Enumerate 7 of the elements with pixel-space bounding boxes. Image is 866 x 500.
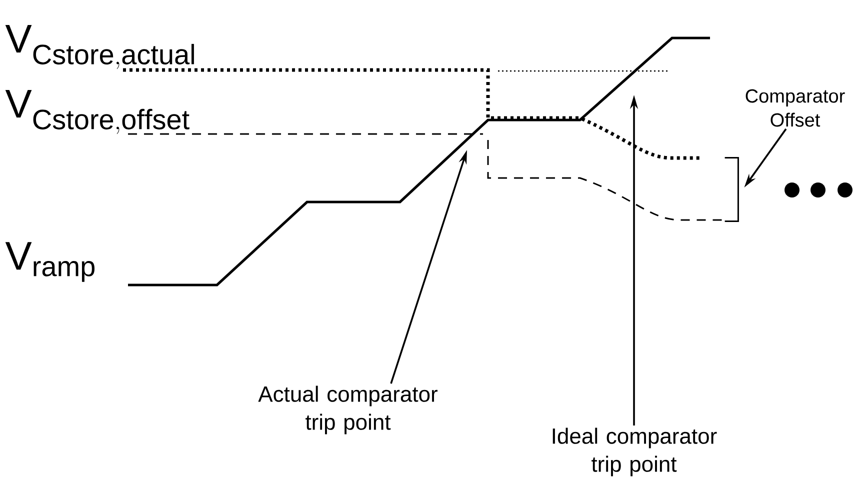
callout-text: Comparator Offset bbox=[746, 89, 845, 127]
bracket bbox=[724, 157, 739, 222]
voltage-label: $\mathrm{V}_{\mathrm{ramp}}$ bbox=[5, 242, 94, 282]
voltage-label: $\mathrm{V}_{\mathrm{Cstore,offset}}$ bbox=[5, 90, 190, 134]
voltage-label: $\mathrm{V}_{\mathrm{Cstore,actual}}$ bbox=[5, 24, 194, 69]
callout-text: Ideal comparator trip point bbox=[552, 428, 717, 476]
callout-text: Actual comparator trip point bbox=[258, 386, 438, 434]
